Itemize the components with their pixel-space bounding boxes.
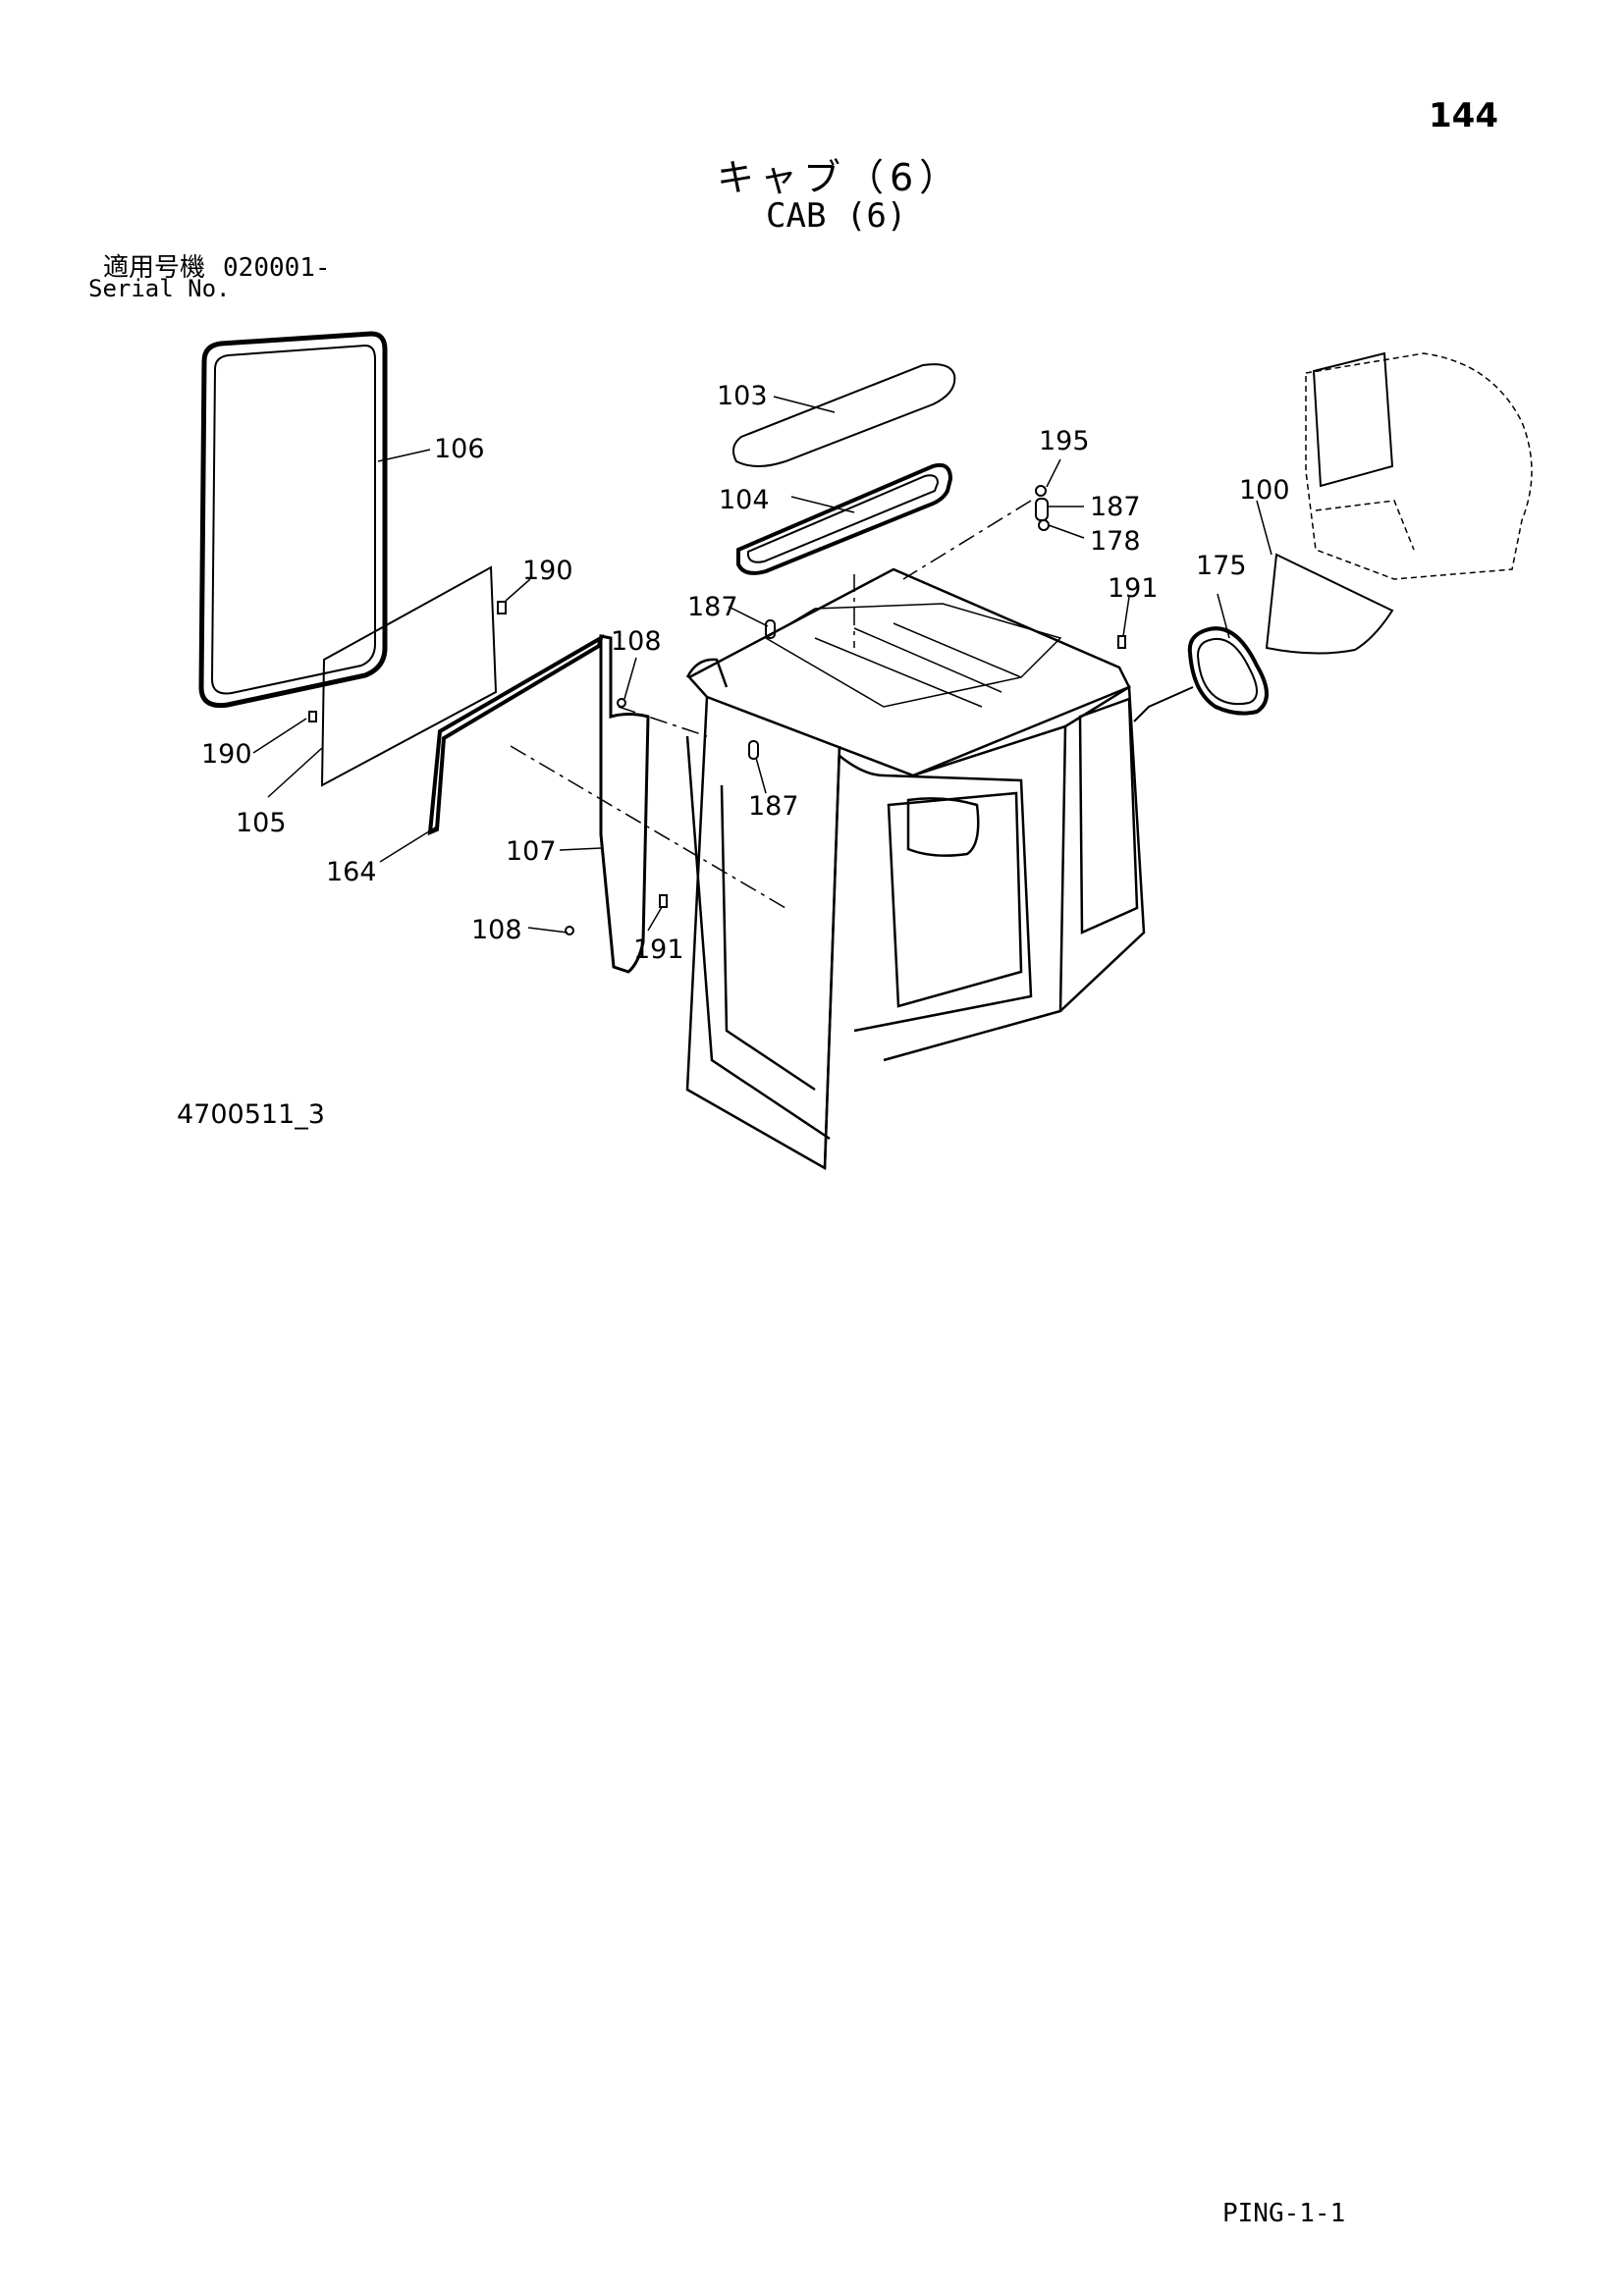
callout-190-lower: 190 xyxy=(201,739,252,770)
machine-reference-outline xyxy=(1305,352,1533,580)
callout-107: 107 xyxy=(506,836,557,867)
callout-leaders xyxy=(252,396,1272,934)
callout-104: 104 xyxy=(719,485,770,515)
callout-191-left: 191 xyxy=(633,934,684,965)
part-164-seal-strip xyxy=(427,633,605,836)
part-106-window-seal xyxy=(198,331,388,709)
page-number: 144 xyxy=(1429,96,1498,135)
callout-labels: 106 103 195 104 187 100 190 178 175 187 … xyxy=(201,381,1290,965)
callout-187-top: 187 xyxy=(1090,492,1141,522)
part-178-pin xyxy=(1038,519,1050,531)
drawing-id: 4700511_3 xyxy=(177,1099,325,1130)
page-code: PING-1-1 xyxy=(1222,2199,1346,2228)
page-title-japanese: キャブ（6） xyxy=(717,156,963,199)
assembly-centerlines xyxy=(510,500,1032,909)
callout-105: 105 xyxy=(236,808,287,838)
serial-number-value: 020001- xyxy=(223,253,331,283)
callout-175: 175 xyxy=(1196,551,1247,581)
callout-191-right: 191 xyxy=(1108,573,1159,604)
callout-187-mid: 187 xyxy=(687,592,738,622)
part-195-clip xyxy=(1035,485,1047,497)
callout-190-upper: 190 xyxy=(522,556,573,586)
part-187-plug-door xyxy=(748,740,759,760)
part-191-clip-right xyxy=(1117,635,1126,649)
part-187-plug-mid xyxy=(765,619,776,639)
part-107-door-glass xyxy=(599,634,650,974)
serial-label-ja-text: 適用号機 xyxy=(103,253,206,283)
serial-label-japanese: 適用号機 020001- xyxy=(103,247,331,284)
callout-108-lower: 108 xyxy=(471,915,522,945)
part-175-mirror xyxy=(1133,626,1269,722)
part-103-roof-cover xyxy=(731,363,956,467)
callout-106: 106 xyxy=(434,434,485,464)
part-104-roof-seal xyxy=(736,462,953,575)
callout-187-door: 187 xyxy=(748,791,799,822)
callout-103: 103 xyxy=(717,381,768,411)
callout-164: 164 xyxy=(326,857,377,887)
callout-100: 100 xyxy=(1239,475,1290,506)
part-190-clip-lower xyxy=(308,711,317,722)
part-105-glass-pane xyxy=(320,565,498,787)
part-108-rivet-upper xyxy=(617,698,626,708)
callout-178: 178 xyxy=(1090,526,1141,557)
part-190-clip-upper xyxy=(497,601,507,614)
cab-frame xyxy=(685,567,1146,1171)
callout-108-upper: 108 xyxy=(611,626,662,657)
part-108-rivet-lower xyxy=(565,926,574,935)
machine-panel-highlight xyxy=(1312,351,1394,488)
part-187-plug-top xyxy=(1035,498,1049,521)
serial-label-english: Serial No. xyxy=(88,275,231,302)
page-title-english: CAB (6) xyxy=(766,196,907,236)
callout-195: 195 xyxy=(1039,426,1090,456)
part-191-clip-left xyxy=(659,894,668,908)
part-100-quarter-glass xyxy=(1265,553,1394,655)
